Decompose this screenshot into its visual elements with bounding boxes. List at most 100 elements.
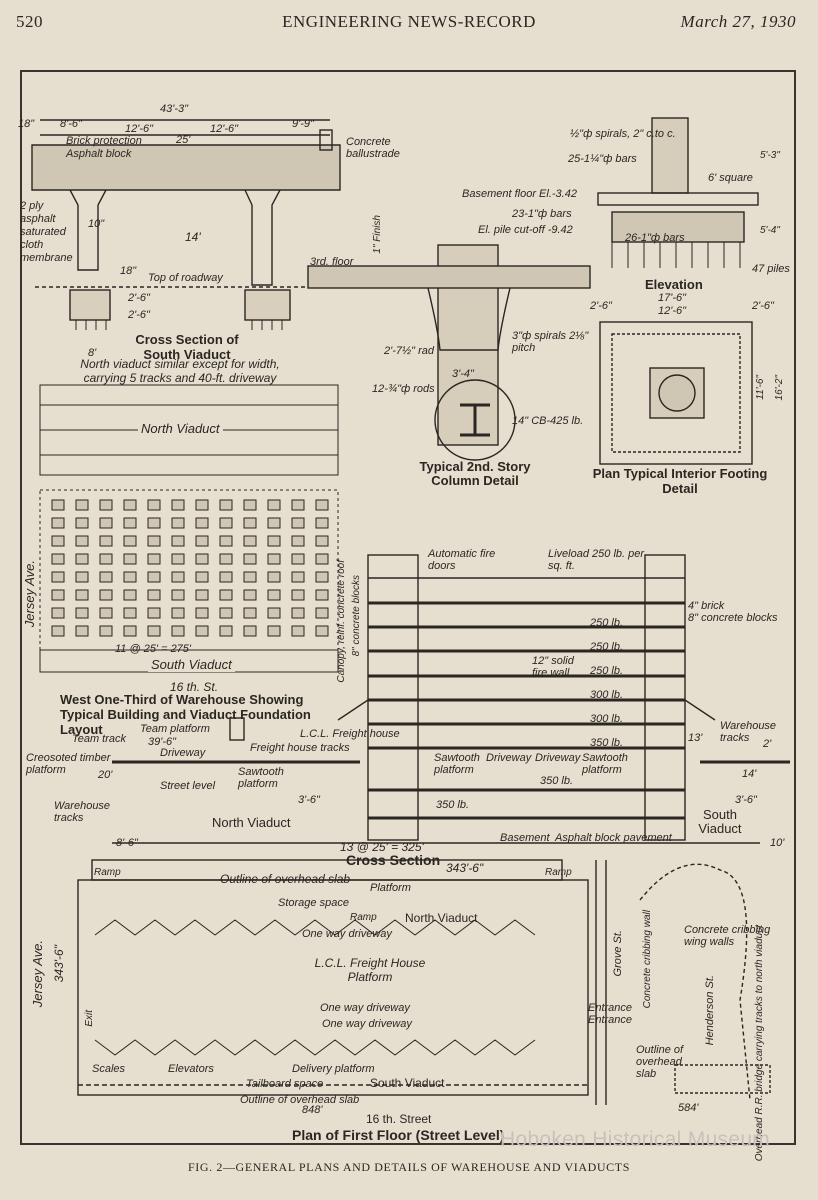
pile-cap [291,499,305,511]
dim-584: 584' [678,1102,699,1114]
pile-cap [75,553,89,565]
note-brick-protection: Brick protection [66,135,142,147]
pile-cap [99,607,113,619]
page-number: 520 [16,12,43,31]
pile-cap [195,535,209,547]
title-footing-detail: Plan Typical Interior Footing Detail [592,466,768,496]
pile-cap [147,535,161,547]
dim-8-6: 8'-6" [60,118,82,130]
pile-cap [243,625,257,637]
pile-cap [267,517,281,529]
dim-14ft: 14' [742,768,757,780]
dim-9-9: 9'-9" [292,118,314,130]
pile-cap [147,517,161,529]
dim-18in-b: 18" [120,265,137,277]
pile-cap [315,589,329,601]
pile-cap [51,625,65,637]
pile-cap [219,571,233,583]
pile-cap [267,499,281,511]
dim-43-3: 43'-3" [160,103,189,115]
label-jersey-ave-plan: Jersey Ave. [30,940,45,1008]
dim-2ft: 2' [763,738,772,750]
load-floor-2: 350 lb. [590,737,624,749]
pile-cap [75,535,89,547]
label-23-bars: 23-1"ф bars [512,208,572,220]
note-canopy: Canopy, reinf. concrete roof [336,560,347,683]
label-warehouse-tracks-west: Warehouse tracks [54,800,111,824]
pile-cap [195,589,209,601]
load-floor-6: 250 lb. [590,641,624,653]
dim-25: 25' [176,134,191,146]
pile-cap [315,517,329,529]
label-tailboard-space: Tailboard space [246,1078,324,1090]
pile-cap [315,535,329,547]
pile-cap [267,571,281,583]
pile-cap [267,535,281,547]
pile-cap [99,553,113,565]
note-8in-blocks-right: 8" concrete blocks [688,612,778,624]
pile-cap [75,571,89,583]
pile-cap [291,535,305,547]
dim-10ft: 10' [770,837,785,849]
label-storage-space: Storage space [278,897,349,909]
pile-cap [75,607,89,619]
label-3-4: 3'-4" [452,368,474,380]
label-delivery-platform: Delivery platform [292,1063,375,1075]
dim-16-2: 16'-2" [774,375,785,401]
pile-cap [219,499,233,511]
label-16th-street: 16 th. Street [366,1112,432,1126]
pile-cap [291,517,305,529]
label-creosoted-platform: Creosoted timber platform [26,752,111,776]
figure-caption: FIG. 2—GENERAL PLANS AND DETAILS OF WARE… [188,1160,630,1174]
label-5-4: 5'-4" [760,225,780,236]
dim-39-6: 39'-6" [148,736,177,748]
title-south-viaduct-section: Cross Section of South Viaduct [135,332,239,362]
pile-cap [219,625,233,637]
title-cross-section: Cross Section [346,852,441,868]
foundation-layout-drawing [39,384,339,673]
label-overhead-slab-south: Outline of overhead slab [240,1094,360,1106]
pile-cap [315,571,329,583]
dim-3-6-east: 3'-6" [735,794,757,806]
pile-cap [99,517,113,529]
note-lcl-freight-house: L.C.L. Freight house [300,728,400,740]
figure-frame [20,70,796,1145]
dim-11-6: 11'-6" [755,375,766,400]
load-floor-1: 350 lb. [540,775,574,787]
label-south-viaduct-plan: South Viaduct [370,1076,445,1090]
title-column-detail: Typical 2nd. Story Column Detail [419,459,531,488]
label-north-viaduct-section: North Viaduct [212,815,291,830]
pile-cap [243,589,257,601]
dim-8: 8' [88,347,97,359]
pile-cap [51,517,65,529]
load-basement: 350 lb. [436,799,470,811]
label-overhead-slab-east: Outline of overhead slab [636,1044,684,1080]
label-26-bars: 26-1"ф bars [625,232,685,244]
pile-cap [291,589,305,601]
pile-cap [51,571,65,583]
column-detail-drawing [307,244,591,461]
label-2-7-rad: 2'-7½" rad [384,345,435,357]
label-team-platform: Team platform [140,723,210,735]
label-half-spirals: ½"ф spirals, 2" c.to c. [570,128,676,140]
pile-cap [243,553,257,565]
label-basement-floor: Basement floor El.-3.42 [462,188,577,200]
dim-343-6-section: 343'-6" [446,861,484,875]
label-jersey-ave-layout: Jersey Ave. [22,560,37,628]
label-overhead-slab-north: Outline of overhead slab [220,872,351,886]
pile-cap [291,625,305,637]
label-cribbing-wing-walls: Concrete cribbing wing walls [684,924,771,948]
pile-cap [195,553,209,565]
label-freight-house-tracks: Freight house tracks [250,742,350,754]
title-first-floor-plan: Plan of First Floor (Street Level) [292,1127,505,1143]
pile-cap [243,607,257,619]
pile-cap [171,607,185,619]
pile-cap [147,607,161,619]
pile-cap [171,517,185,529]
label-47-piles: 47 piles [752,263,790,275]
pile-cap-grid [51,499,329,637]
pile-cap [147,571,161,583]
dim-343-6-plan: 343'-6" [52,945,66,983]
pile-cap [147,625,161,637]
